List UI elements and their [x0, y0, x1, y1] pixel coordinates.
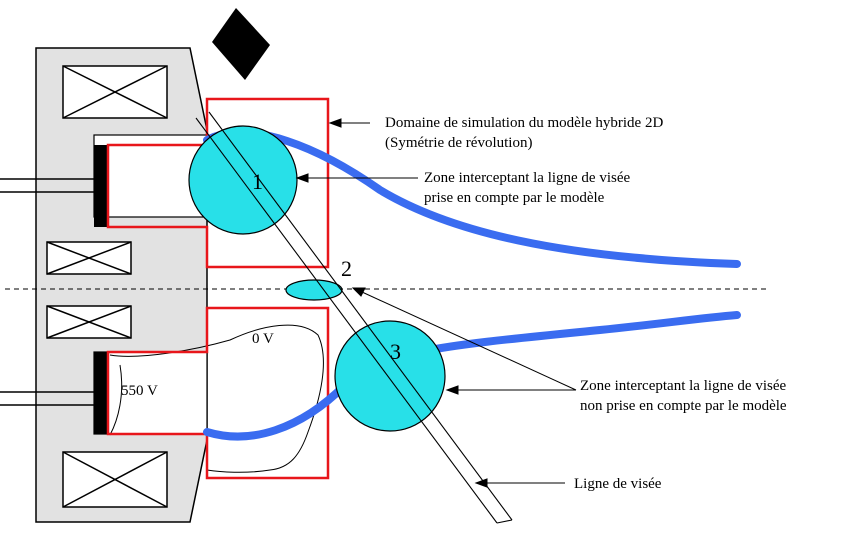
zone-2-ellipse: [285, 279, 343, 301]
lower-channel: [93, 351, 208, 435]
thruster-body: [35, 47, 208, 523]
voltage-550v: 550 V: [121, 383, 158, 399]
zone-1-number: 1: [252, 169, 263, 194]
included-zone-label-1: Zone interceptant la ligne de visée: [424, 170, 631, 186]
equipotential-inner-curve: [109, 364, 123, 436]
coil-inner-lower: [46, 305, 132, 339]
zone-3-number: 3: [390, 339, 401, 364]
equipotential-curve: [109, 324, 324, 473]
excluded-zone-label-1: Zone interceptant la ligne de visée: [580, 378, 787, 394]
revolution-symmetry-label: (Symétrie de révolution): [385, 135, 532, 151]
coil-top: [62, 65, 168, 119]
upper-channel: [93, 134, 208, 218]
included-zone-label-2: prise en compte par le modèle: [424, 190, 605, 206]
simulation-domain: [106, 97, 330, 480]
lower-anode: [94, 352, 108, 434]
gas-feed-pipes: [0, 178, 94, 406]
simulation-domain-label: Domaine de simulation du modèle hybride …: [385, 115, 663, 131]
zone-3-circle: [334, 320, 446, 432]
line-of-sight-label: Ligne de visée: [574, 476, 662, 492]
cathode-diamond: [212, 8, 270, 80]
zone-2-number: 2: [341, 256, 352, 281]
zone-1-circle: [188, 125, 298, 235]
excluded-zone-label-2: non prise en compte par le modèle: [580, 398, 787, 414]
coil-bottom: [62, 451, 168, 508]
lower-plume: [203, 311, 741, 441]
callout-arrows: [295, 118, 577, 488]
upper-anode: [94, 145, 108, 227]
coil-inner-upper: [46, 241, 132, 275]
voltage-0v: 0 V: [252, 331, 274, 347]
line-of-sight-beam: [195, 111, 513, 524]
